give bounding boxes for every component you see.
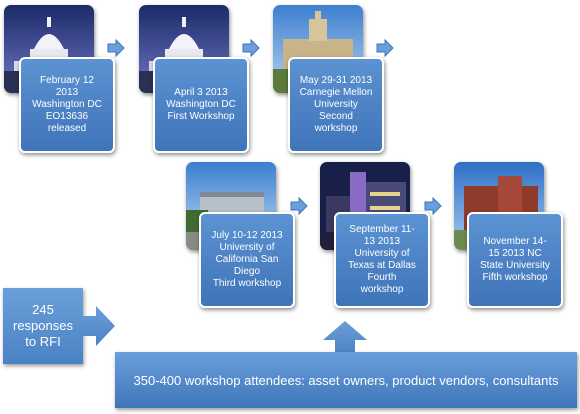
timeline-card-1-text: February 12 2013 Washington DC EO13636 r… xyxy=(32,75,102,134)
rfi-responses-text: 245 responses to RFI xyxy=(13,302,73,349)
timeline-card-2: April 3 2013 Washington DC First Worksho… xyxy=(153,57,249,153)
timeline-card-5-text: September 11- 13 2013 University of Texa… xyxy=(348,224,416,295)
right-arrow-icon xyxy=(290,196,308,216)
timeline-card-1: February 12 2013 Washington DC EO13636 r… xyxy=(19,57,115,153)
timeline-card-5: September 11- 13 2013 University of Texa… xyxy=(334,212,430,308)
right-block-arrow-icon xyxy=(82,306,115,346)
timeline-card-3: May 29-31 2013 Carnegie Mellon Universit… xyxy=(288,57,384,153)
timeline-card-3-text: May 29-31 2013 Carnegie Mellon Universit… xyxy=(299,75,373,134)
attendees-banner: 350-400 workshop attendees: asset owners… xyxy=(115,352,577,408)
timeline-card-2-text: April 3 2013 Washington DC First Worksho… xyxy=(166,87,236,122)
right-arrow-icon xyxy=(424,196,442,216)
timeline-card-6: November 14- 15 2013 NC State University… xyxy=(467,212,563,308)
right-arrow-icon xyxy=(107,38,125,58)
timeline-card-4-text: July 10-12 2013 University of California… xyxy=(211,230,283,289)
rfi-responses-box: 245 responses to RFI xyxy=(3,288,83,364)
up-block-arrow-icon xyxy=(323,321,367,354)
timeline-card-6-text: November 14- 15 2013 NC State University… xyxy=(479,236,551,283)
timeline-card-4: July 10-12 2013 University of California… xyxy=(199,212,295,308)
right-arrow-icon xyxy=(376,38,394,58)
attendees-text: 350-400 workshop attendees: asset owners… xyxy=(133,372,559,388)
right-arrow-icon xyxy=(242,38,260,58)
